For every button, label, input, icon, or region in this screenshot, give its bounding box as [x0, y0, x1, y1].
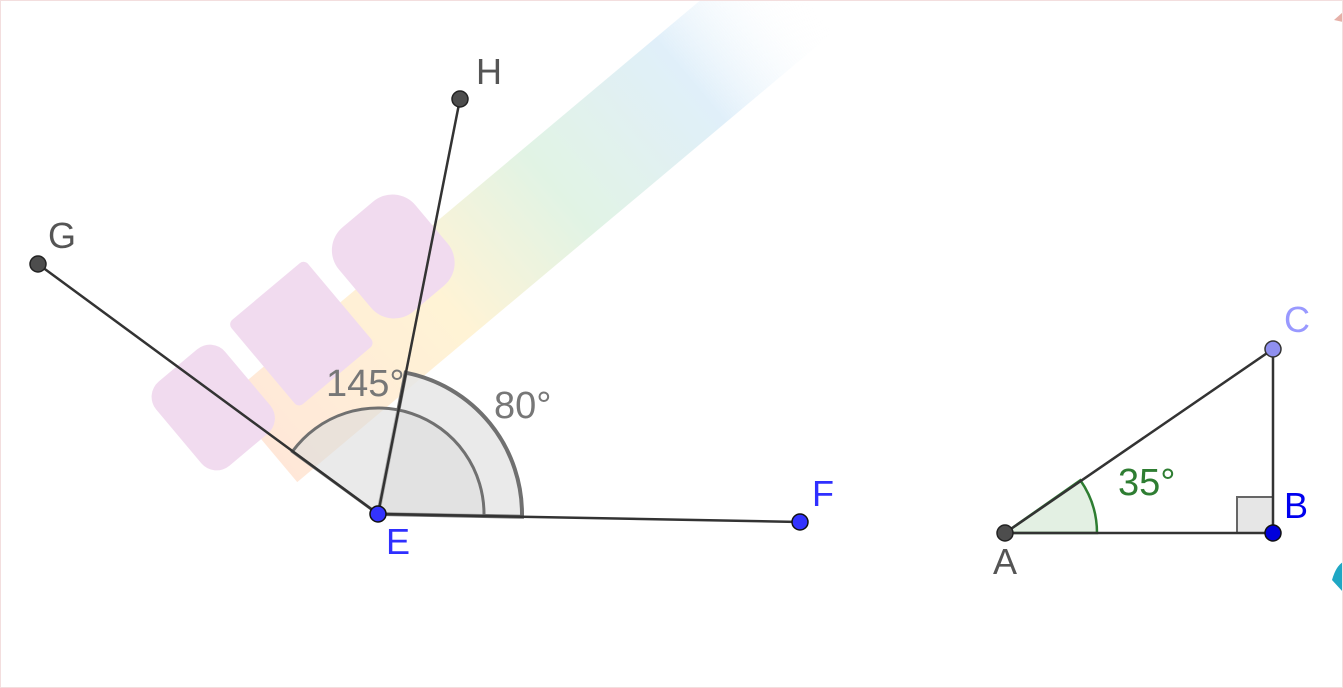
label-g: G — [48, 215, 76, 256]
segment-eg — [37, 262, 379, 516]
label-e: E — [386, 521, 410, 562]
label-f: F — [812, 473, 834, 514]
point-b[interactable] — [1264, 524, 1282, 542]
label-a: A — [993, 541, 1017, 582]
edge-decoration — [1332, 562, 1343, 592]
label-b: B — [1284, 485, 1308, 526]
segment-ef — [377, 512, 801, 524]
point-e[interactable] — [369, 505, 387, 523]
point-g[interactable] — [29, 255, 47, 273]
point-f[interactable] — [791, 513, 809, 531]
label-c: C — [1284, 299, 1310, 340]
segment-eh — [376, 98, 462, 515]
figure-angles-at-e: G H F E 145° 80° — [29, 51, 834, 562]
angle-label-35: 35° — [1118, 462, 1175, 504]
point-c[interactable] — [1264, 340, 1282, 358]
angle-label-145: 145° — [326, 363, 405, 405]
figure-right-triangle-abc: A B C 35° — [993, 299, 1310, 582]
point-h[interactable] — [451, 90, 469, 108]
angle-label-80: 80° — [494, 385, 551, 427]
label-h: H — [476, 51, 502, 92]
corner-decoration — [1334, 12, 1343, 22]
segment-ac — [1004, 347, 1274, 535]
point-a[interactable] — [996, 524, 1014, 542]
angle-bac-sector — [1001, 478, 1099, 535]
